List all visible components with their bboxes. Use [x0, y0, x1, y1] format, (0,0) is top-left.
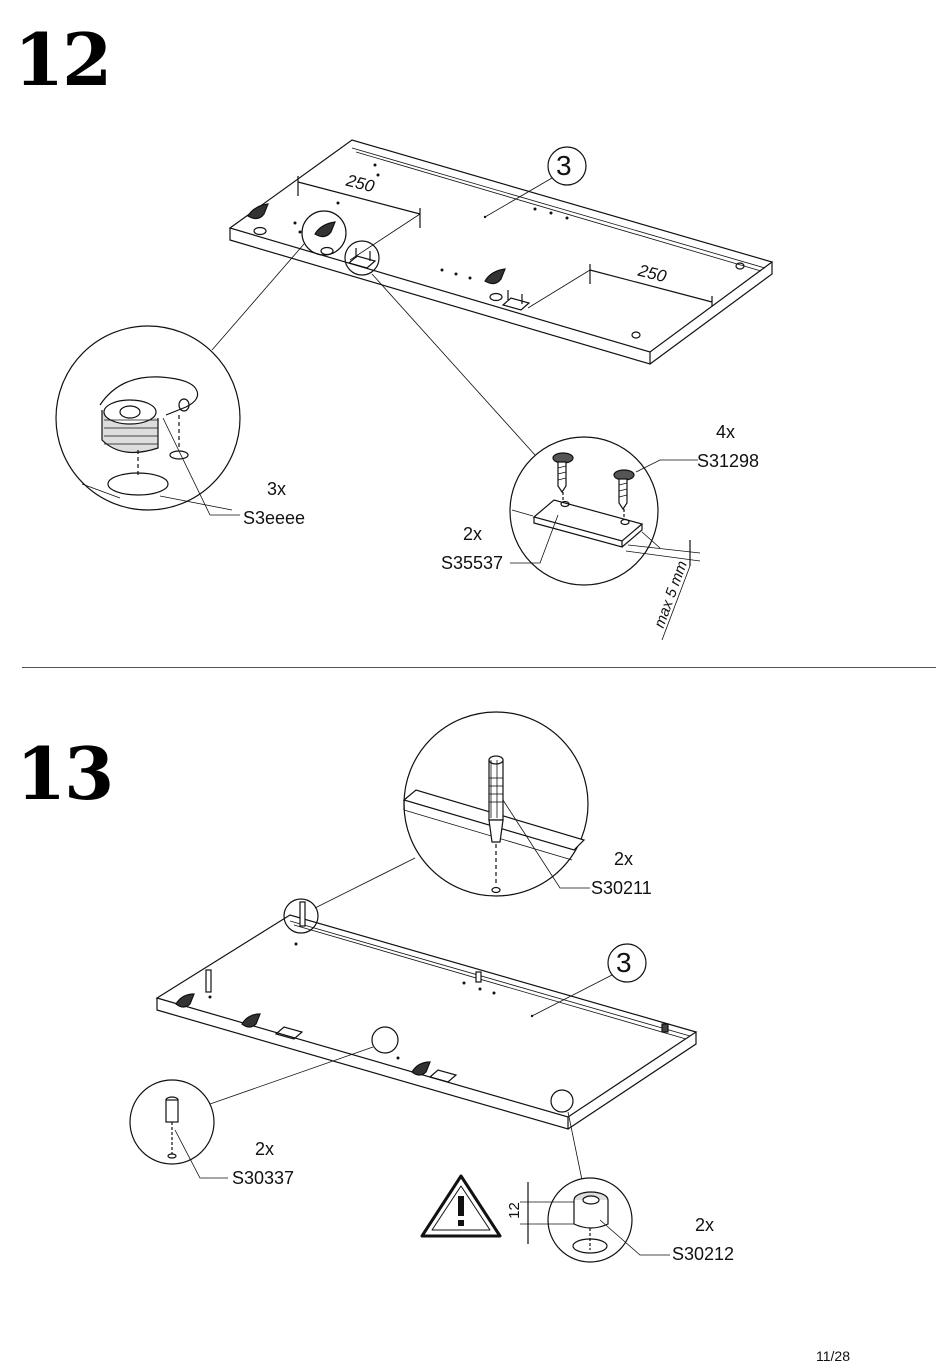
cam-lock-height-detail-circle: [547, 1177, 633, 1263]
part-code: S30211: [591, 878, 652, 898]
part-qty: 3x: [267, 479, 287, 499]
step-number-12: 12: [14, 17, 112, 102]
step-number-13: 13: [16, 731, 114, 816]
part-code: S30337: [232, 1168, 295, 1188]
part-qty: 2x: [255, 1139, 275, 1159]
part-qty: 2x: [463, 524, 483, 544]
panel-number-circle: [547, 146, 587, 186]
panel-board: [155, 914, 698, 1118]
small-dowel-detail-circle: [129, 1079, 215, 1165]
panel-number-3: 3: [616, 947, 632, 978]
part-code: S30212: [672, 1244, 735, 1264]
warning-triangle-icon: [420, 1174, 502, 1238]
part-code: S31298: [697, 451, 760, 471]
part-qty: 4x: [716, 422, 736, 442]
dimension-12: 12: [505, 1202, 523, 1219]
step-divider: [22, 667, 936, 668]
page-number: 11/28: [816, 1348, 850, 1364]
part-code: S3eeee: [243, 508, 306, 528]
part-qty: 2x: [614, 849, 634, 869]
part-code: S35537: [441, 553, 504, 573]
panel-number-3: 3: [556, 150, 572, 181]
part-qty: 2x: [695, 1215, 715, 1235]
dowel-detail-circle: [403, 711, 589, 897]
step-12-illustration: [55, 139, 774, 641]
